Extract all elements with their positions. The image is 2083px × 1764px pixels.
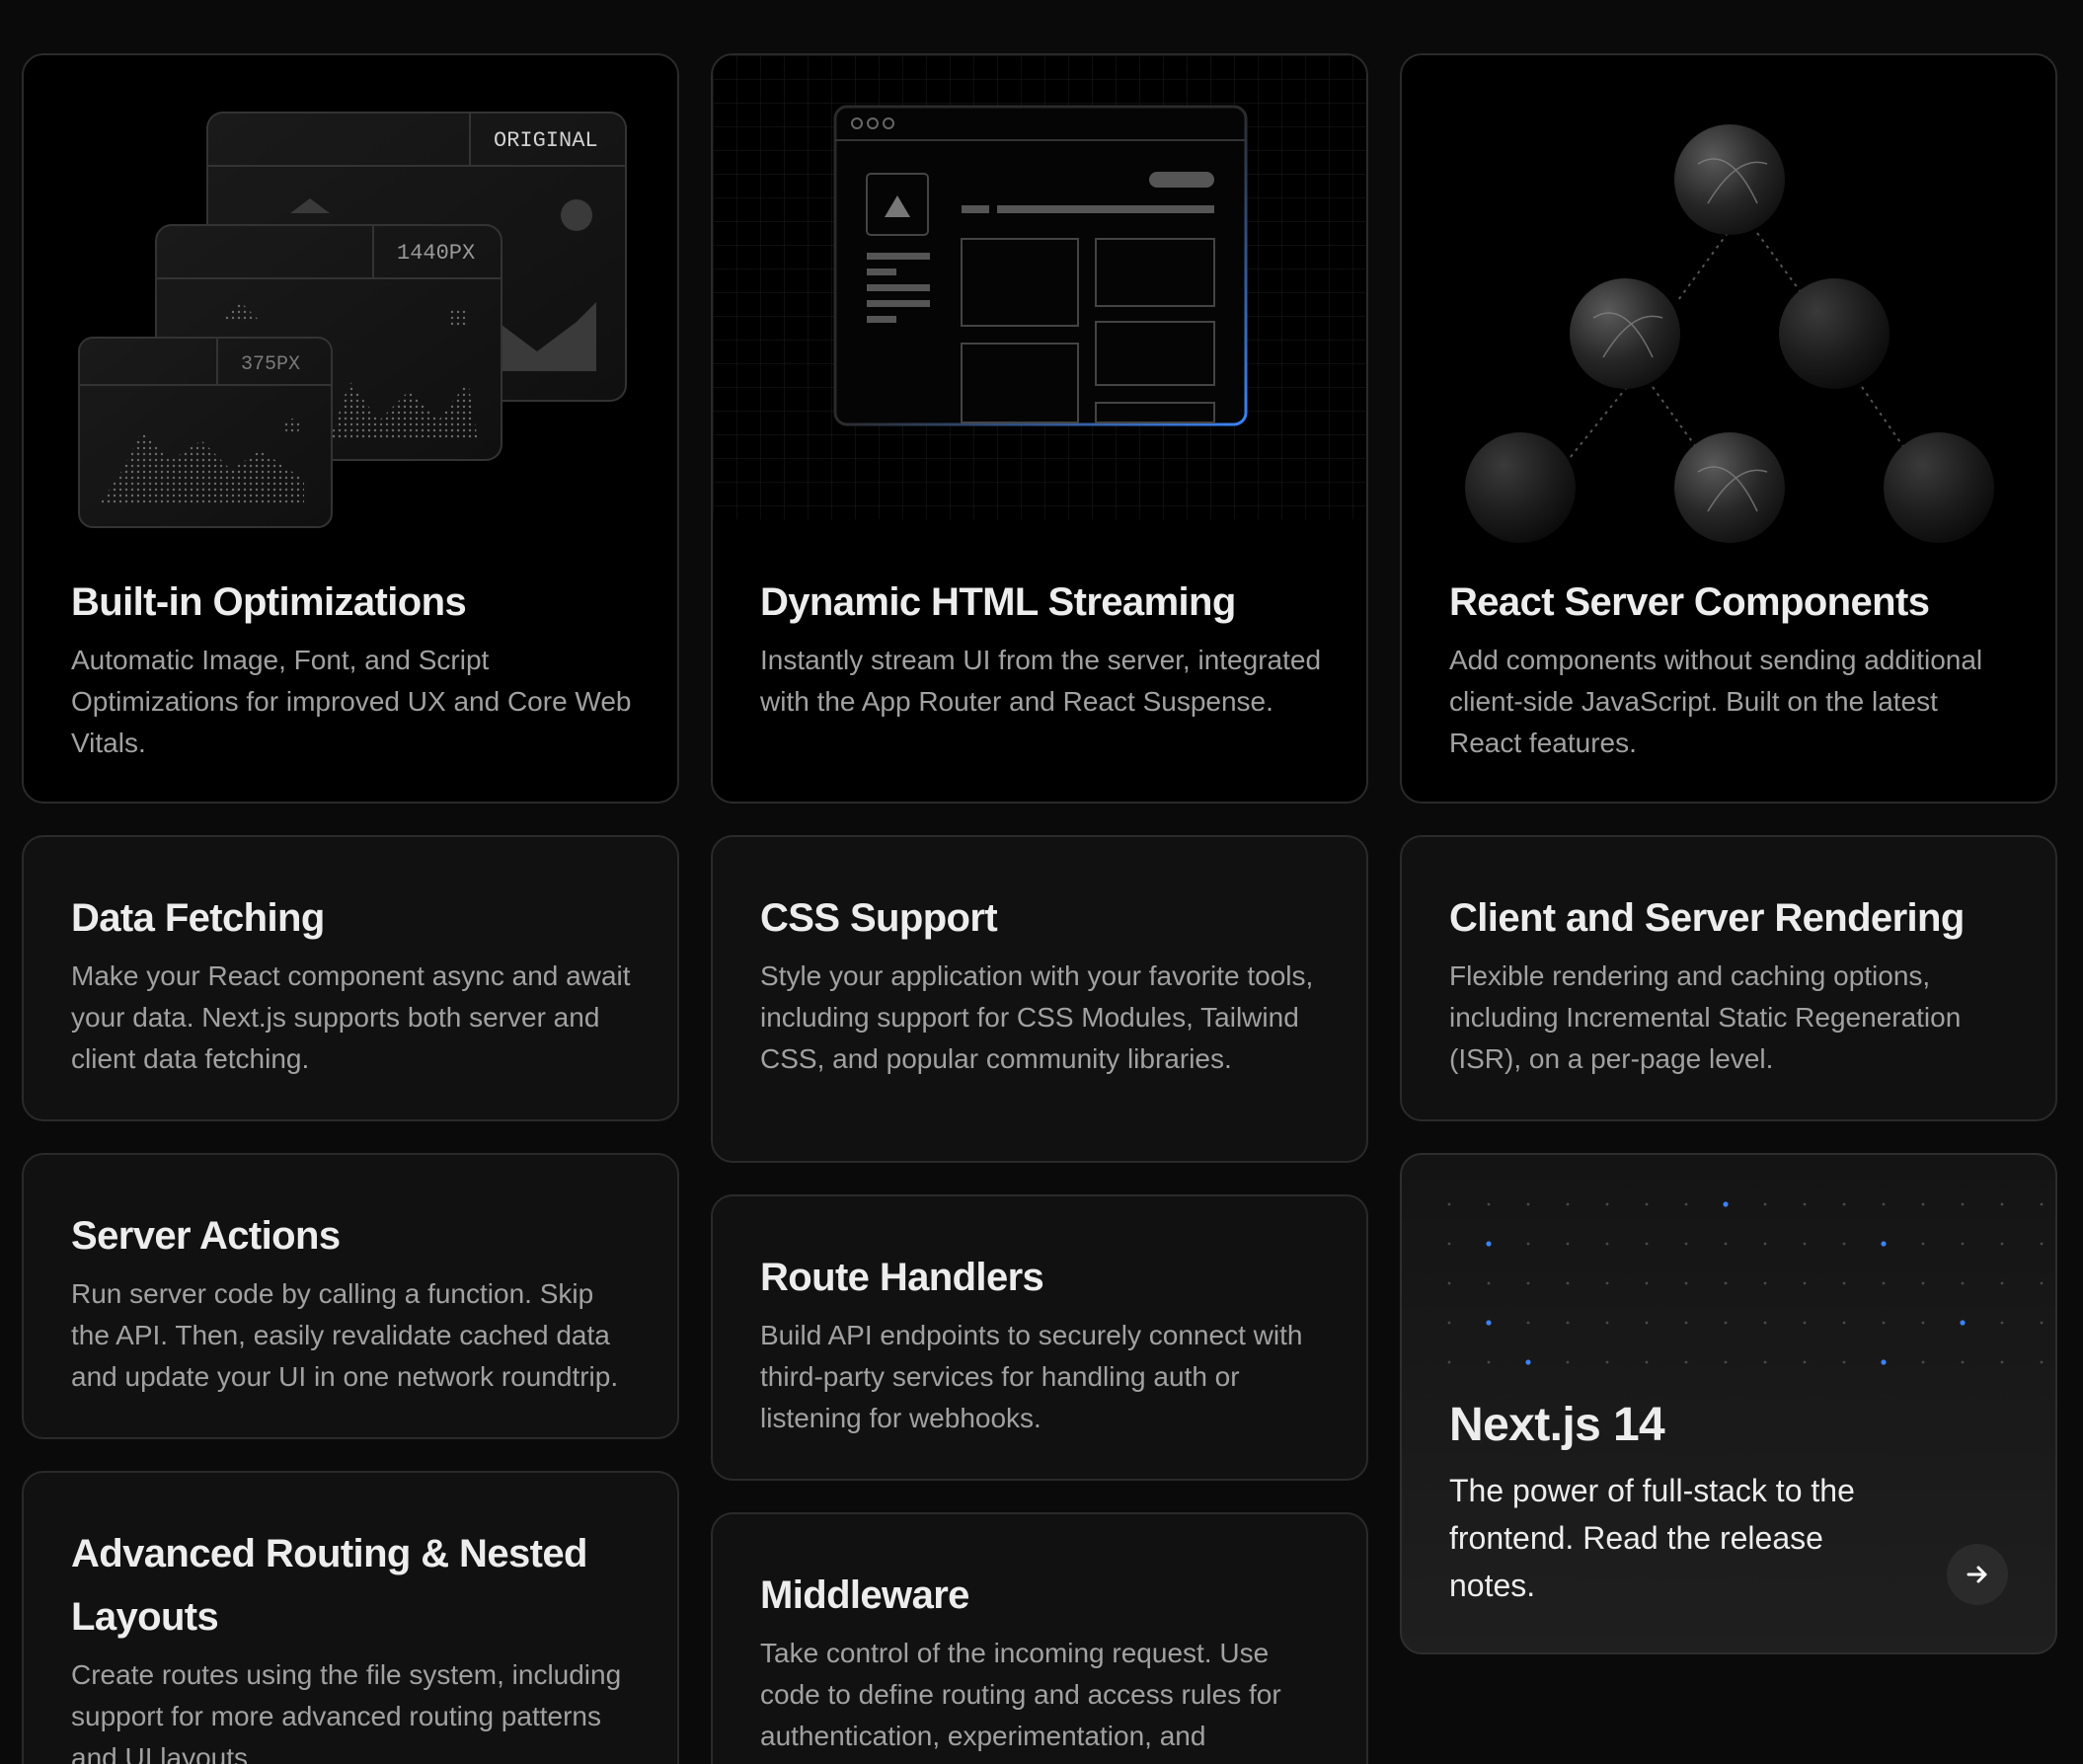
card-text: Client and Server Rendering Flexible ren… [1449, 886, 2016, 1080]
card-advanced-routing[interactable]: Advanced Routing & Nested Layouts Create… [22, 1471, 679, 1764]
card-title: Built-in Optimizations [71, 580, 467, 624]
card-description: Style your application with your favorit… [760, 960, 1314, 1074]
card-description: The power of full-stack to the frontend.… [1449, 1473, 1855, 1603]
card-title: Middleware [760, 1573, 969, 1617]
streaming-browser-illustration [713, 55, 1366, 519]
card-description: Run server code by calling a function. S… [71, 1278, 619, 1392]
card-text: Server Actions Run server code by callin… [71, 1204, 638, 1398]
card-client-server-rendering[interactable]: Client and Server Rendering Flexible ren… [1400, 835, 2057, 1121]
card-nextjs-14[interactable]: Next.js 14 The power of full-stack to th… [1400, 1153, 2057, 1654]
card-title: Server Actions [71, 1214, 341, 1258]
card-text: Route Handlers Build API endpoints to se… [760, 1246, 1327, 1439]
card-description: Instantly stream UI from the server, int… [760, 645, 1322, 717]
card-description: Automatic Image, Font, and Script Optimi… [71, 645, 632, 758]
card-middleware[interactable]: Middleware Take control of the incoming … [711, 1512, 1368, 1764]
card-title: Next.js 14 [1449, 1399, 1665, 1451]
card-description: Flexible rendering and caching options, … [1449, 960, 1962, 1074]
card-text: Middleware Take control of the incoming … [760, 1564, 1327, 1764]
card-text: Data Fetching Make your React component … [71, 886, 638, 1080]
component-tree-illustration [1465, 124, 1994, 543]
card-text: Advanced Routing & Nested Layouts Create… [71, 1522, 638, 1764]
card-route-handlers[interactable]: Route Handlers Build API endpoints to se… [711, 1194, 1368, 1481]
card-dynamic-html-streaming[interactable]: Dynamic HTML Streaming Instantly stream … [711, 53, 1368, 804]
card-text: Dynamic HTML Streaming Instantly stream … [760, 571, 1327, 723]
card-title: Client and Server Rendering [1449, 896, 1965, 940]
dot-grid-background [1447, 1201, 2044, 1365]
card-description: Take control of the incoming request. Us… [760, 1638, 1281, 1764]
card-title: React Server Components [1449, 580, 1930, 624]
release-notes-button[interactable] [1947, 1544, 2008, 1605]
label-original: ORIGINAL [494, 128, 598, 153]
card-title: CSS Support [760, 896, 998, 940]
card-description: Make your React component async and awai… [71, 960, 631, 1074]
label-375px: 375PX [241, 353, 301, 376]
card-react-server-components[interactable]: React Server Components Add components w… [1400, 53, 2057, 804]
arrow-right-icon [1967, 1566, 1987, 1583]
card-description: Create routes using the file system, inc… [71, 1659, 622, 1764]
card-description: Build API endpoints to securely connect … [760, 1320, 1303, 1433]
label-1440px: 1440PX [397, 241, 476, 266]
card-title: Route Handlers [760, 1256, 1044, 1299]
card-server-actions[interactable]: Server Actions Run server code by callin… [22, 1153, 679, 1439]
image-optimization-illustration [78, 112, 627, 528]
card-text: Next.js 14 The power of full-stack to th… [1449, 1396, 1917, 1609]
card-css-support[interactable]: CSS Support Style your application with … [711, 835, 1368, 1163]
card-built-in-optimizations[interactable]: ORIGINAL 1440PX 375PX Built-in Optimizat… [22, 53, 679, 804]
card-text: CSS Support Style your application with … [760, 886, 1327, 1080]
card-title: Advanced Routing & Nested Layouts [71, 1532, 587, 1639]
card-title: Dynamic HTML Streaming [760, 580, 1236, 624]
card-text: Built-in Optimizations Automatic Image, … [71, 571, 638, 764]
card-title: Data Fetching [71, 896, 325, 940]
card-data-fetching[interactable]: Data Fetching Make your React component … [22, 835, 679, 1121]
card-text: React Server Components Add components w… [1449, 571, 2016, 764]
card-description: Add components without sending additiona… [1449, 645, 1983, 758]
